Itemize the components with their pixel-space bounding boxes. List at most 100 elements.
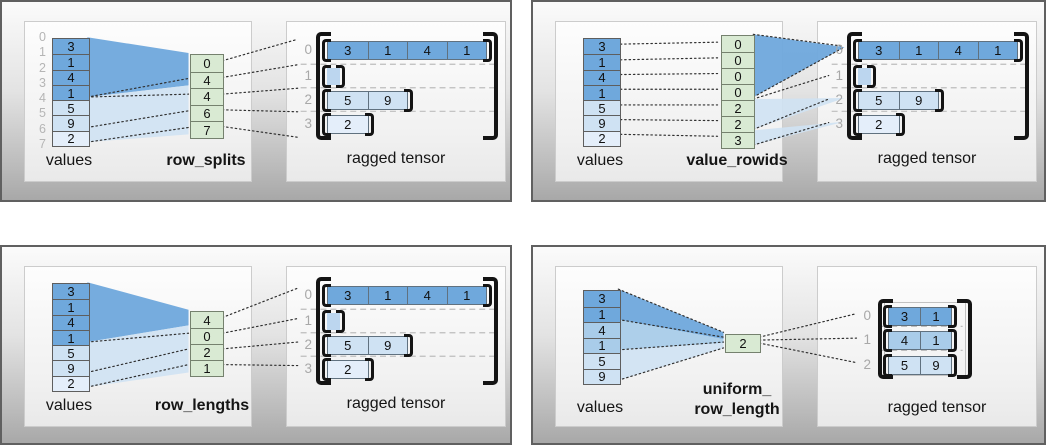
value-cell: 9 bbox=[584, 368, 620, 384]
tensor-outer-bracket-right bbox=[957, 299, 972, 379]
tensor-cell: 2 bbox=[328, 361, 368, 378]
tensor-cell: 1 bbox=[446, 287, 486, 304]
param-cell: 0 bbox=[722, 68, 754, 84]
tensor-row-index: 2 bbox=[863, 357, 871, 372]
bracket-right-icon bbox=[895, 113, 905, 136]
param-cell: 4 bbox=[191, 88, 223, 105]
bracket-right-icon bbox=[483, 284, 492, 307]
value-cell: 4 bbox=[53, 314, 89, 330]
tensor-cell: 2 bbox=[859, 116, 899, 133]
param-cell: 6 bbox=[191, 104, 223, 122]
bracket-right-icon bbox=[336, 65, 345, 88]
tensor-cell: 1 bbox=[977, 42, 1017, 59]
tensor-cell: 5 bbox=[328, 337, 368, 354]
tensor-outer-bracket-right bbox=[1014, 32, 1029, 140]
boundary-index: 0 bbox=[39, 30, 46, 44]
tensor-label: ragged tensor bbox=[346, 395, 446, 412]
bracket-right-icon bbox=[948, 305, 957, 328]
value-cell: 3 bbox=[53, 284, 89, 300]
bracket-right-icon bbox=[935, 89, 944, 112]
tensor-cell: 9 bbox=[898, 92, 938, 109]
value-cell: 4 bbox=[53, 69, 89, 85]
tensor-row-cells: 2 bbox=[327, 360, 369, 379]
tensor-outer-bracket-left bbox=[847, 32, 862, 140]
value-cell: 2 bbox=[53, 130, 89, 147]
tensor-row-index: 1 bbox=[304, 68, 312, 83]
value-cell: 2 bbox=[53, 375, 89, 392]
value-cell: 1 bbox=[53, 84, 89, 101]
param-cell: 0 bbox=[722, 84, 754, 100]
param-cell: 2 bbox=[722, 100, 754, 116]
tensor-label: ragged tensor bbox=[887, 399, 987, 416]
value-cell: 1 bbox=[53, 329, 89, 346]
value-cell: 1 bbox=[584, 306, 620, 322]
bracket-left-icon bbox=[853, 65, 862, 88]
tensor-row-index: 2 bbox=[304, 92, 312, 107]
tensor-row-cells: 2 bbox=[858, 115, 900, 134]
bracket-right-icon bbox=[948, 329, 957, 352]
value-cell: 1 bbox=[53, 299, 89, 315]
tensor-cell: 5 bbox=[889, 357, 920, 374]
value-cell: 3 bbox=[53, 39, 89, 55]
param-cell: 2 bbox=[722, 116, 754, 132]
tensor-row: 2 bbox=[322, 113, 374, 136]
param-cell: 2 bbox=[191, 344, 223, 360]
boundary-index: 7 bbox=[39, 137, 46, 152]
tensor-row bbox=[322, 310, 345, 333]
param-label: row_lengths bbox=[154, 397, 250, 414]
tensor-row-index: 0 bbox=[304, 42, 312, 57]
bracket-left-icon bbox=[853, 113, 862, 136]
tensor-cell: 5 bbox=[859, 92, 899, 109]
tensor-cell: 4 bbox=[407, 287, 447, 304]
bracket-left-icon bbox=[322, 89, 331, 112]
tensor-outer-bracket-right bbox=[483, 277, 498, 385]
bracket-left-icon bbox=[322, 113, 331, 136]
tensor-row-cells bbox=[327, 68, 340, 85]
bracket-right-icon bbox=[364, 358, 374, 381]
tensor-cell: 2 bbox=[328, 116, 368, 133]
bracket-left-icon bbox=[853, 39, 862, 62]
value-cell: 1 bbox=[584, 337, 620, 353]
tensor-row-cells bbox=[858, 68, 871, 85]
boundary-index: 2 bbox=[39, 60, 46, 75]
param-cell: 4 bbox=[191, 312, 223, 328]
tensor-cell: 9 bbox=[920, 357, 951, 374]
bracket-left-icon bbox=[883, 329, 892, 352]
bracket-right-icon bbox=[404, 334, 413, 357]
bracket-left-icon bbox=[322, 310, 331, 333]
tensor-cell: 3 bbox=[859, 42, 899, 59]
tensor-cell: 4 bbox=[938, 42, 978, 59]
bracket-right-icon bbox=[948, 354, 957, 377]
tensor-outer-bracket-left bbox=[878, 299, 893, 379]
tensor-row bbox=[322, 65, 345, 88]
param-cell: 0 bbox=[191, 55, 223, 72]
value-cell: 1 bbox=[584, 54, 620, 70]
tensor-cell: 1 bbox=[920, 332, 951, 349]
bracket-right-icon bbox=[867, 65, 876, 88]
param-label: value_rowids bbox=[686, 152, 788, 169]
param-cell: 1 bbox=[191, 360, 223, 376]
param-column: 2 bbox=[725, 334, 761, 353]
tensor-cell: 9 bbox=[367, 337, 407, 354]
value-cell: 3 bbox=[584, 291, 620, 307]
tensor-row-index: 1 bbox=[304, 313, 312, 328]
tensor-label: ragged tensor bbox=[346, 150, 446, 167]
tensor-label: ragged tensor bbox=[877, 150, 977, 167]
